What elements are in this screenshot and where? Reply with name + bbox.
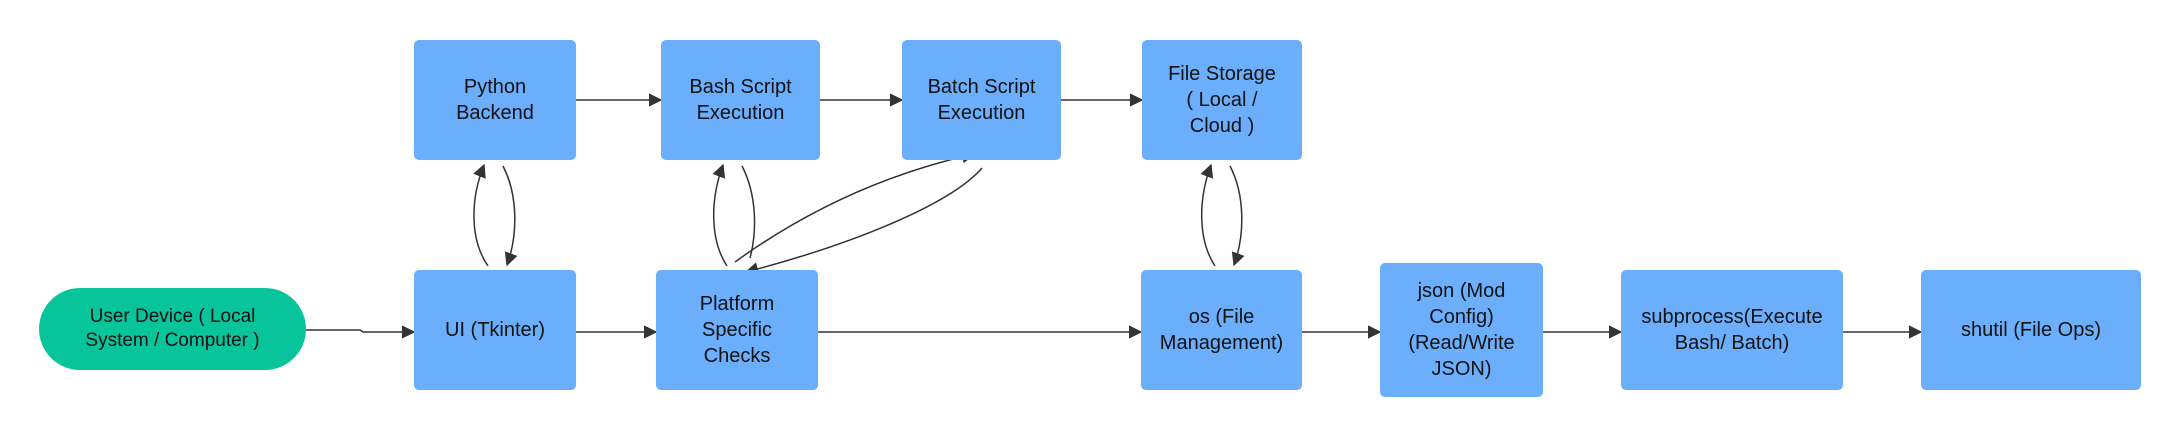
batch-script-execution-node: Batch Script Execution [902, 40, 1061, 160]
file-storage-node: File Storage ( Local / Cloud ) [1142, 40, 1302, 160]
shutil-node: shutil (File Ops) [1921, 270, 2141, 390]
bash-script-execution-node: Bash Script Execution [661, 40, 820, 160]
platform-specific-checks-node: Platform Specific Checks [656, 270, 818, 390]
edge-user-to-ui [306, 325, 416, 339]
ui-tkinter-node: UI (Tkinter) [414, 270, 576, 390]
edge-platform-to-bash [712, 163, 728, 267]
python-backend-node: Python Backend [414, 40, 576, 160]
edge-python-to-ui [502, 165, 518, 267]
user-device-node: User Device ( Local System / Computer ) [39, 288, 306, 370]
json-mod-config-node: json (Mod Config) (Read/Write JSON) [1380, 263, 1543, 397]
edge-platform-to-batch [734, 150, 976, 263]
edge-batch-to-platform [744, 167, 983, 276]
edge-storage-to-os [1229, 165, 1245, 267]
edge-bash-to-platform [741, 165, 756, 259]
edge-os-to-storage [1200, 163, 1216, 267]
os-file-management-node: os (File Management) [1141, 270, 1302, 390]
edge-ui-to-python [473, 163, 489, 267]
subprocess-node: subprocess(Execute Bash/ Batch) [1621, 270, 1843, 390]
